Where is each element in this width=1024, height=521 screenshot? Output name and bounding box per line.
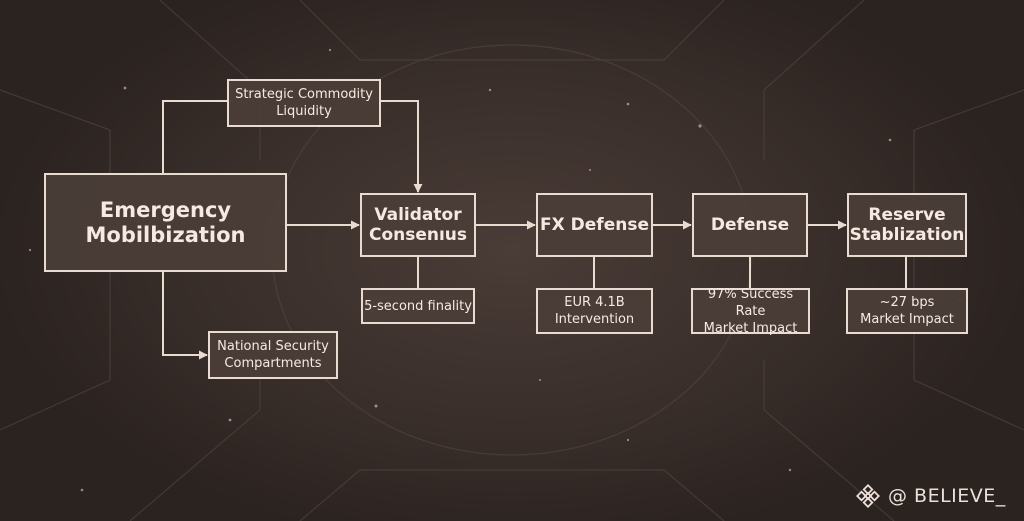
watermark-text: @ BELIEVE_ [888,485,1006,507]
node-finality: 5-second finality [361,288,475,324]
node-fx-defense: FX Defense [536,193,653,257]
node-validator-consensus: Validator Consenıus [360,193,476,257]
node-national-security-compartments: National Security Compartments [208,331,338,379]
binance-diamond-icon [856,484,880,508]
watermark: @ BELIEVE_ [856,483,1006,509]
node-reserve-stabilization: Reserve Stablization [847,193,967,257]
node-bps-market-impact: ~27 bps Market Impact [846,288,968,334]
edge-emergency-strategic [162,100,227,173]
edge-strategic-validator [381,100,423,193]
node-success-rate: 97% Success Rate Market Impact [691,287,810,336]
node-strategic-commodity-liquidity: Strategic Commodity Liquidity [227,79,381,127]
node-eur-intervention: EUR 4.1B Intervention [536,288,653,334]
node-defense: Defense [692,193,808,257]
edge-emergency-national [162,272,208,360]
node-emergency-mobilization: Emergency Mobilbization [44,173,287,272]
